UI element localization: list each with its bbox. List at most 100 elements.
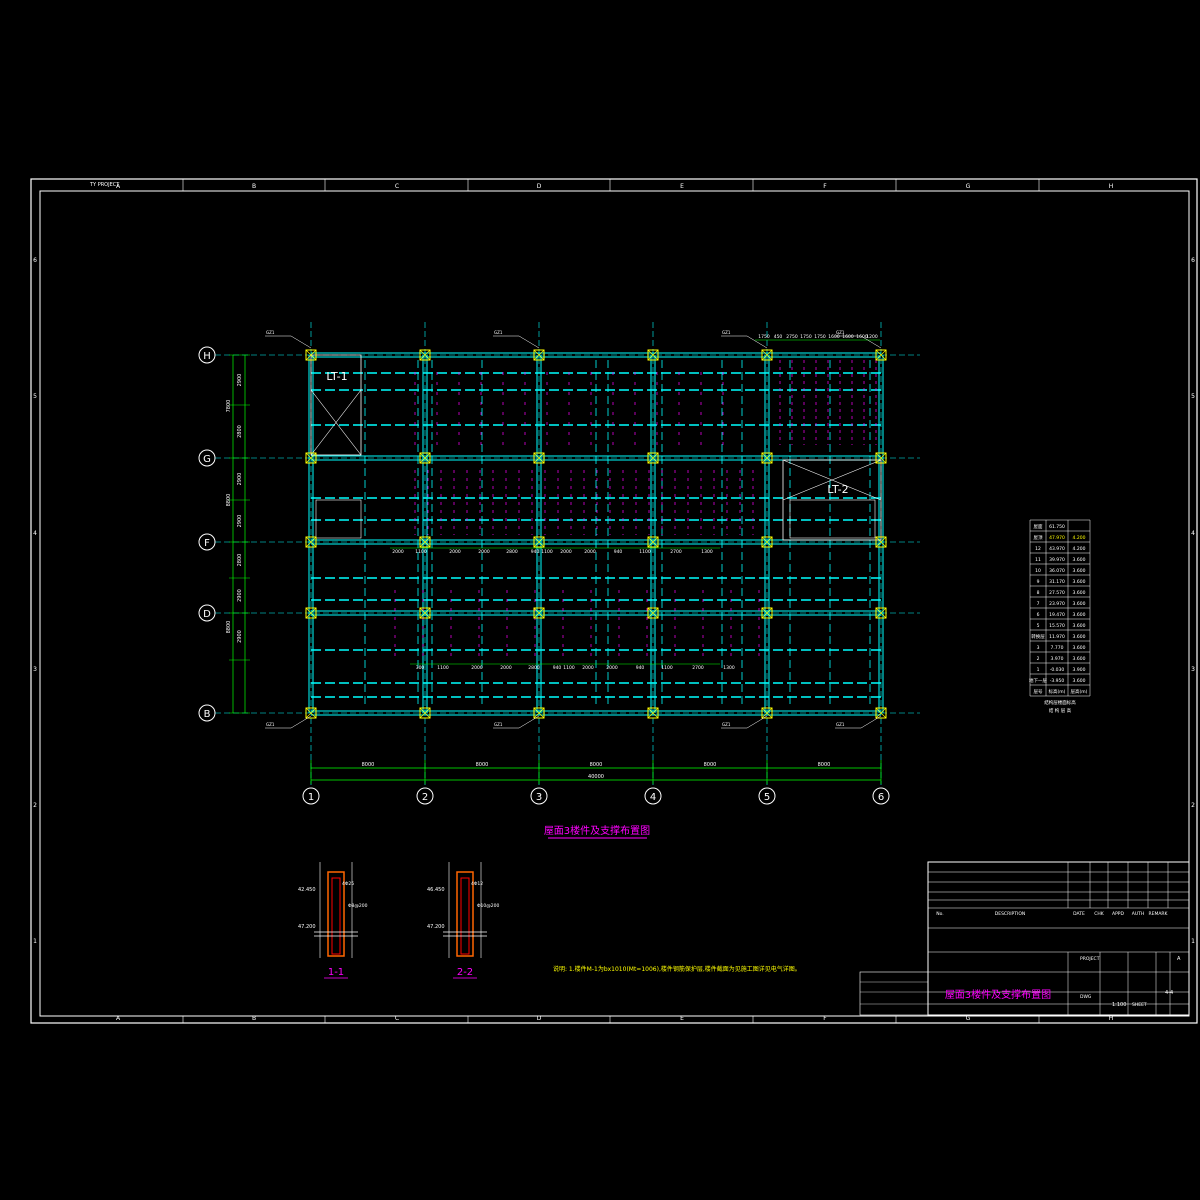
stair-lt2-label: LT-2: [827, 483, 848, 496]
axis-bubble: [198, 449, 216, 467]
column-hatch: [305, 349, 317, 361]
beam-dim-text: 1100: [437, 665, 449, 671]
column-marker: [305, 607, 317, 619]
axis-bubble: [758, 787, 776, 805]
section-elev-bottom: 47.200: [298, 924, 316, 930]
column-hatch: [875, 536, 887, 548]
table-cell: 屋面: [1034, 524, 1043, 530]
axis-bubble: [416, 787, 434, 805]
zone-top-label: C: [395, 183, 399, 190]
table-cell: -3.950: [1050, 678, 1065, 684]
table-caption: 结构层楼面标高: [1044, 699, 1076, 706]
dim-text: 8000: [818, 762, 831, 768]
dim-text: 2900: [237, 589, 243, 602]
stair-detail: [789, 499, 876, 539]
dim-text: 2900: [237, 473, 243, 486]
table-cell: 3.600: [1073, 590, 1086, 596]
beam-dim-text: 2700: [670, 549, 682, 555]
column-marker: [647, 452, 659, 464]
table-cell: 43.970: [1049, 546, 1065, 552]
beam-dim-text: 940: [636, 665, 645, 671]
callout-leader: [290, 715, 312, 729]
zone-left-label: 4: [33, 530, 37, 537]
section-elev-bottom: 47.200: [427, 924, 445, 930]
table-cell: 3.600: [1073, 612, 1086, 618]
column-marker: [875, 707, 887, 719]
column-hatch: [761, 349, 773, 361]
zone-top-label: E: [680, 183, 684, 190]
column-marker: [647, 607, 659, 619]
outer-border: [30, 178, 1198, 1024]
section-details: 42.45047.2004Φ25Φ8@2001-146.45047.2004Φ1…: [298, 862, 499, 979]
table-cell: 层号: [1034, 689, 1043, 695]
title-block-frame: [927, 861, 1190, 1016]
dim-text: 8800: [226, 494, 232, 507]
stair-lt2-cross: [782, 459, 882, 501]
axis-label: 4: [650, 792, 656, 803]
stair-lt1-label: LT-1: [326, 370, 347, 383]
column-hatch: [305, 707, 317, 719]
table-cell: 7: [1037, 601, 1040, 607]
column-marker: [647, 536, 659, 548]
stair-lt1-box: [310, 354, 362, 456]
zone-bottom-label: G: [966, 1015, 971, 1022]
title-block-rev: A: [1177, 956, 1181, 962]
callout-leader: [746, 335, 768, 349]
column-marker: [305, 452, 317, 464]
zone-top-label: D: [537, 183, 542, 190]
beam-dim-text: 1100: [415, 549, 427, 555]
table-cell: 4.200: [1073, 535, 1086, 541]
column-marker: [533, 707, 545, 719]
column-marker: [761, 707, 773, 719]
axis-bubble: [198, 533, 216, 551]
column-marker: [761, 349, 773, 361]
table-cell: 7.770: [1051, 645, 1064, 651]
section-elev-top: 46.450: [427, 887, 445, 893]
section-label: 1-1: [328, 967, 344, 978]
zone-left-label: 1: [33, 938, 37, 945]
zone-right-label: 4: [1191, 530, 1195, 537]
zone-right-label: 3: [1191, 666, 1195, 673]
callout-leader: [518, 715, 540, 729]
top-dim-text: 1200: [866, 334, 878, 340]
beam-dim-text: 940: [553, 665, 562, 671]
callout-leader: [290, 335, 312, 349]
zone-bottom-label: D: [537, 1015, 542, 1022]
column-marker: [533, 607, 545, 619]
table-cell: 地下一层: [1029, 677, 1047, 684]
beam-dim-text: 1300: [701, 549, 713, 555]
column-marker: [533, 536, 545, 548]
axis-bubble: [198, 604, 216, 622]
column-hatch: [533, 349, 545, 361]
axis-bubble: [302, 787, 320, 805]
title-block-header: REMARK: [1148, 911, 1168, 917]
axis-label: 5: [764, 792, 770, 803]
beam-dim-text: 2000: [560, 549, 572, 555]
column-hatch: [761, 607, 773, 619]
callout-text: GZ1: [722, 722, 731, 727]
column-marker: [761, 536, 773, 548]
title-block-sheet: SHEET: [1132, 1002, 1147, 1008]
dim-text: 2900: [237, 515, 243, 528]
table-cell: 11: [1035, 557, 1041, 563]
column-marker: [761, 607, 773, 619]
column-hatch: [647, 607, 659, 619]
zone-top-label: G: [966, 183, 971, 190]
zone-left-label: 6: [33, 257, 37, 264]
table-cell: 3.600: [1073, 579, 1086, 585]
zone-top-label: H: [1109, 183, 1114, 190]
column-marker: [761, 452, 773, 464]
beam-dim-text: 1100: [563, 665, 575, 671]
table-cell: -0.030: [1050, 667, 1065, 673]
column-marker: [305, 536, 317, 548]
zone-right-label: 5: [1191, 393, 1195, 400]
table-cell: 47.970: [1049, 535, 1065, 541]
column-hatch: [875, 349, 887, 361]
dim-text: 8000: [362, 762, 375, 768]
table-cell: 2: [1037, 656, 1040, 662]
